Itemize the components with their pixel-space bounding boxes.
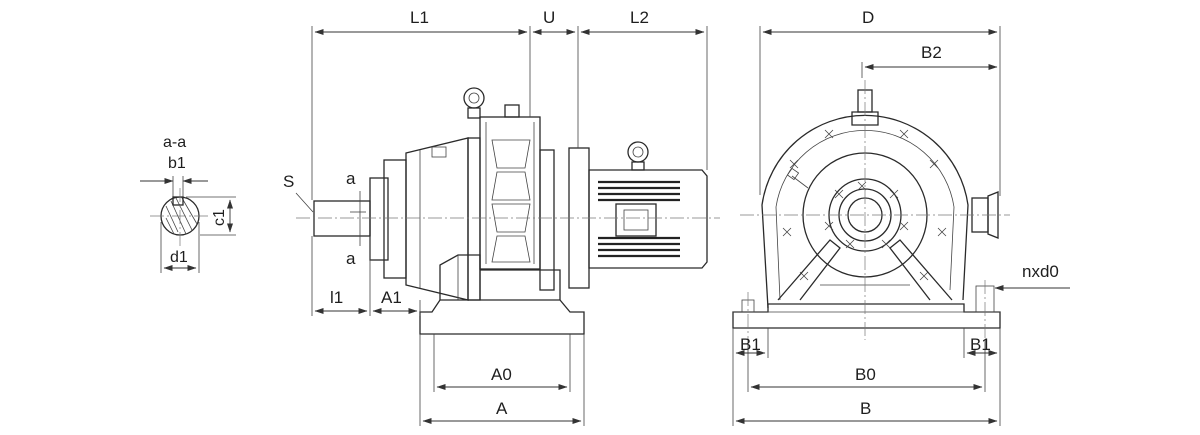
bolt-marks xyxy=(782,129,947,281)
vent-plug xyxy=(504,104,520,118)
nameplate xyxy=(431,146,447,158)
B-label: B xyxy=(860,399,871,418)
L1-label: L1 xyxy=(410,8,429,27)
body-flange-right xyxy=(539,149,555,291)
bearing-cap xyxy=(369,177,389,261)
c1-label: c1 xyxy=(211,209,228,226)
D-label: D xyxy=(862,8,874,27)
A-label: A xyxy=(496,399,508,418)
B2-label: B2 xyxy=(921,43,942,62)
a-label-bottom: a xyxy=(346,249,356,268)
body-pins xyxy=(491,139,531,263)
motor-eye-bolt xyxy=(627,141,649,163)
A1-label: A1 xyxy=(381,288,402,307)
section-hatching xyxy=(165,197,198,235)
side-base xyxy=(419,299,585,335)
S-leader xyxy=(295,192,314,213)
motor-eye-bolt-hole xyxy=(632,146,644,158)
eye-bolt-stem xyxy=(467,107,481,119)
a-label-top: a xyxy=(346,169,356,188)
B1-left-label: B1 xyxy=(740,335,761,354)
vent-cap xyxy=(786,167,800,181)
right-leg xyxy=(889,239,953,301)
keyway xyxy=(172,196,184,206)
left-leg xyxy=(777,239,841,301)
side-view: S a a L1 U L2 l1 A1 A0 A xyxy=(283,8,720,426)
d1-label: d1 xyxy=(170,249,188,266)
conical-housing xyxy=(405,137,469,301)
front-base xyxy=(732,303,1001,329)
front-view: D B2 xyxy=(732,8,1070,426)
shaft-section-view: a-a b1 c1 d1 xyxy=(140,134,236,273)
lifting-lug-base xyxy=(851,111,879,126)
l1-label: l1 xyxy=(330,288,343,307)
support-rib xyxy=(439,254,481,300)
A0-label: A0 xyxy=(491,365,512,384)
L2-label: L2 xyxy=(630,8,649,27)
output-shaft xyxy=(313,200,371,237)
body-flange-left xyxy=(467,137,481,301)
section-label: a-a xyxy=(163,134,186,151)
S-label: S xyxy=(283,172,294,191)
side-fitting-cap xyxy=(987,191,999,239)
vent-tube xyxy=(791,175,809,189)
motor-eye-bolt-stem xyxy=(631,161,645,171)
motor-cooling-fins xyxy=(598,180,680,258)
support-rear xyxy=(480,269,561,300)
eye-bolt-hole xyxy=(468,92,480,104)
terminal-box-lid xyxy=(623,209,649,231)
motor-body xyxy=(588,169,708,269)
eye-bolt-ring xyxy=(463,87,485,109)
U-label: U xyxy=(543,8,555,27)
B1-right-label: B1 xyxy=(970,335,991,354)
motor-terminal-box xyxy=(615,203,657,237)
nxd0-label: nxd0 xyxy=(1022,262,1059,281)
b1-label: b1 xyxy=(168,155,186,172)
B0-label: B0 xyxy=(855,365,876,384)
